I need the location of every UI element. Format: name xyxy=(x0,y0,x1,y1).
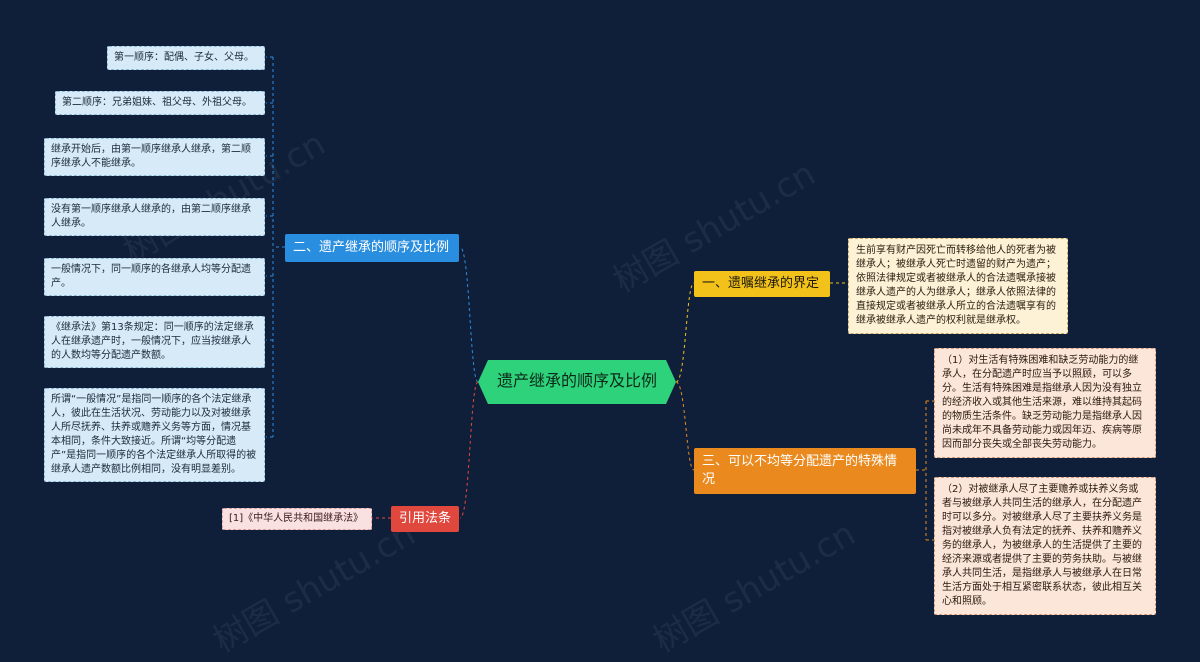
leaf-text: （1）对生活有特殊困难和缺乏劳动能力的继承人，在分配遗产时应当予以照顾，可以多分… xyxy=(942,355,1142,450)
branch-label: 二、遗产继承的顺序及比例 xyxy=(293,240,450,255)
branch-cited-law[interactable]: 引用法条 xyxy=(391,506,459,532)
leaf-text: 所谓“一般情况”是指同一顺序的各个法定继承人，彼此在生活状况、劳动能力以及对被继… xyxy=(51,394,257,475)
leaf-will-definition[interactable]: 生前享有财产因死亡而转移给他人的死者为被继承人；被继承人死亡时遗留的财产为遗产；… xyxy=(848,238,1068,334)
branch-label: 引用法条 xyxy=(399,511,452,526)
leaf-no-first-order[interactable]: 没有第一顺序继承人继承的，由第二顺序继承人继承。 xyxy=(44,198,265,236)
leaf-main-support-duty[interactable]: （2）对被继承人尽了主要赡养或扶养义务或者与被继承人共同生活的继承人，在分配遗产… xyxy=(934,477,1156,615)
leaf-text: 《继承法》第13条规定：同一顺序的法定继承人在继承遗产时，一般情况下，应当按继承… xyxy=(51,322,254,361)
leaf-equal-share[interactable]: 一般情况下，同一顺序的各继承人均等分配遗产。 xyxy=(44,258,265,296)
leaf-general-situation[interactable]: 所谓“一般情况”是指同一顺序的各个法定继承人，彼此在生活状况、劳动能力以及对被继… xyxy=(44,388,265,482)
leaf-first-order[interactable]: 第一顺序：配偶、子女、父母。 xyxy=(107,46,265,70)
leaf-second-order[interactable]: 第二顺序：兄弟姐妹、祖父母、外祖父母。 xyxy=(55,91,265,115)
leaf-text: [1]《中华人民共和国继承法》 xyxy=(229,513,364,524)
leaf-inheritance-start[interactable]: 继承开始后，由第一顺序继承人继承，第二顺序继承人不能继承。 xyxy=(44,138,265,176)
leaf-text: 第一顺序：配偶、子女、父母。 xyxy=(114,52,254,63)
leaf-article-13[interactable]: 《继承法》第13条规定：同一顺序的法定继承人在继承遗产时，一般情况下，应当按继承… xyxy=(44,316,265,368)
root-topic-label: 遗产继承的顺序及比例 xyxy=(496,371,657,390)
leaf-text: （2）对被继承人尽了主要赡养或扶养义务或者与被继承人共同生活的继承人，在分配遗产… xyxy=(942,484,1142,607)
branch-label: 一、遗嘱继承的界定 xyxy=(702,276,820,291)
leaf-text: 一般情况下，同一顺序的各继承人均等分配遗产。 xyxy=(51,264,251,289)
leaf-special-difficulty[interactable]: （1）对生活有特殊困难和缺乏劳动能力的继承人，在分配遗产时应当予以照顾，可以多分… xyxy=(934,348,1156,458)
root-topic[interactable]: 遗产继承的顺序及比例 xyxy=(478,360,676,404)
leaf-text: 没有第一顺序继承人继承的，由第二顺序继承人继承。 xyxy=(51,204,251,229)
leaf-inheritance-law[interactable]: [1]《中华人民共和国继承法》 xyxy=(222,508,372,530)
branch-label: 三、可以不均等分配遗产的特殊情况 xyxy=(702,454,898,487)
leaf-text: 第二顺序：兄弟姐妹、祖父母、外祖父母。 xyxy=(62,97,252,108)
branch-will-definition[interactable]: 一、遗嘱继承的界定 xyxy=(694,271,830,297)
branch-unequal-distribution[interactable]: 三、可以不均等分配遗产的特殊情况 xyxy=(694,448,916,494)
leaf-text: 生前享有财产因死亡而转移给他人的死者为被继承人；被继承人死亡时遗留的财产为遗产；… xyxy=(856,245,1056,326)
leaf-text: 继承开始后，由第一顺序继承人继承，第二顺序继承人不能继承。 xyxy=(51,144,251,169)
branch-inheritance-order[interactable]: 二、遗产继承的顺序及比例 xyxy=(285,234,459,262)
